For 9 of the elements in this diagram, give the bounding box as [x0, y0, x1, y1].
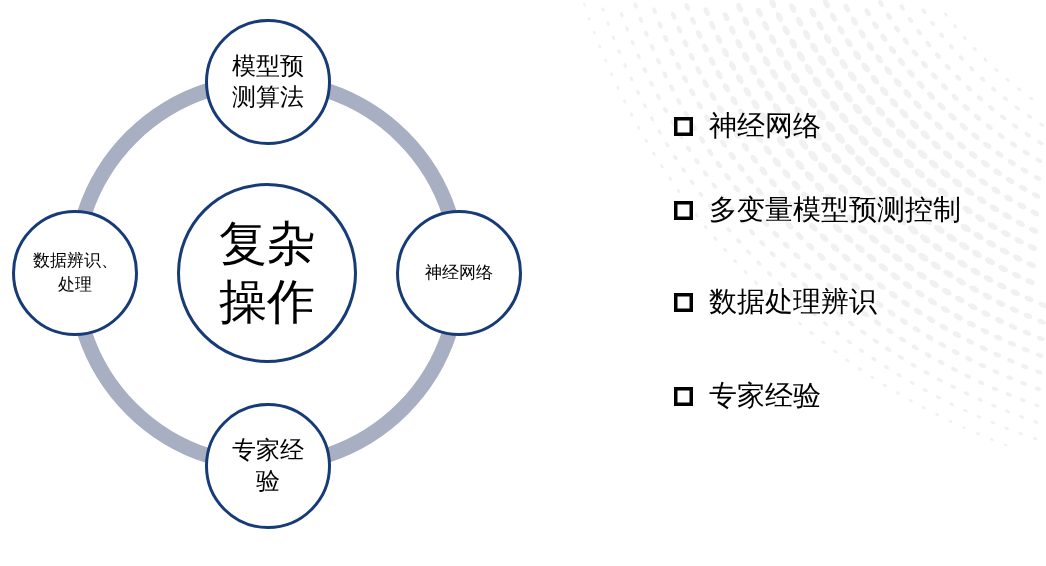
- list-item-text: 专家经验: [709, 379, 821, 413]
- topic-label: 模型预测算法: [231, 50, 305, 113]
- topic-label: 专家经验: [231, 434, 305, 497]
- hub-label: 复杂操作: [218, 215, 316, 331]
- list-item-text: 多变量模型预测控制: [709, 193, 961, 227]
- topic-label: 数据辨识、处理: [31, 249, 119, 296]
- topic-label: 神经网络: [425, 261, 493, 285]
- list-item-text: 神经网络: [709, 109, 821, 143]
- list-item-text: 数据处理辨识: [709, 285, 877, 319]
